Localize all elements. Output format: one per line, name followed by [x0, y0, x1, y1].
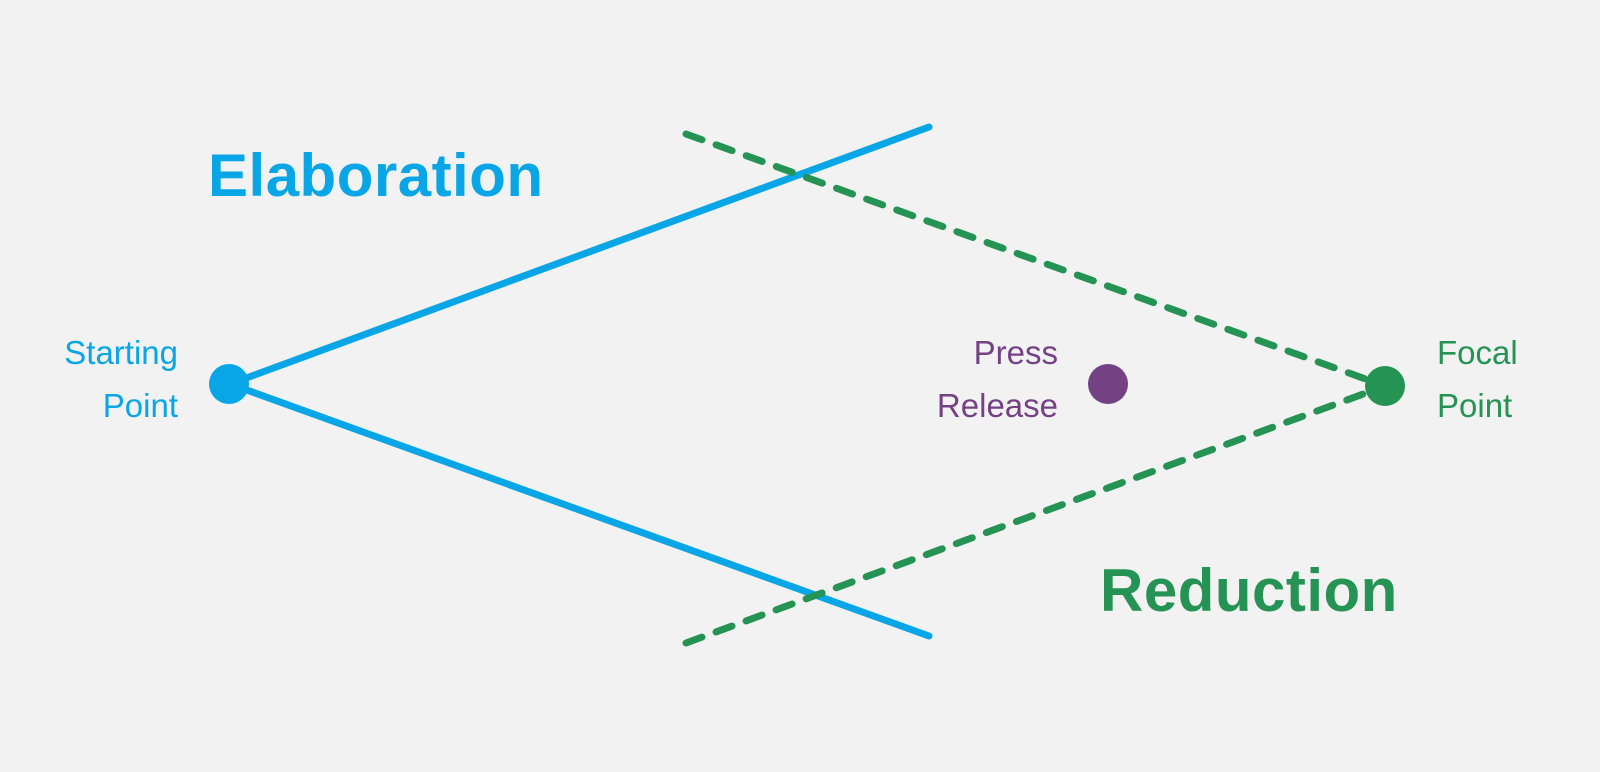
elaboration-label: Elaboration: [208, 142, 544, 209]
starting-point-label-line1: Starting: [64, 334, 178, 371]
elaboration-upper-line: [226, 123, 933, 388]
starting-point-label: Starting Point: [64, 326, 178, 432]
reduction-lower-dashed-line: [682, 382, 1389, 647]
press-release-label-line2: Release: [936, 387, 1058, 424]
starting-point-label-line2: Point: [102, 387, 178, 424]
starting-point-dot: [209, 364, 249, 404]
reduction-label: Reduction: [1100, 557, 1398, 624]
focal-point-label-line2: Point: [1437, 387, 1513, 424]
focal-point-label: Focal Point: [1437, 326, 1518, 432]
press-release-dot: [1088, 364, 1128, 404]
focal-point-dot: [1365, 366, 1405, 406]
reduction-upper-dashed-line: [682, 130, 1389, 390]
elaboration-lower-line: [226, 380, 933, 640]
focal-point-label-line1: Focal: [1437, 334, 1518, 371]
press-release-label: Press Release: [937, 326, 1058, 432]
press-release-label-line1: Press: [973, 334, 1058, 371]
